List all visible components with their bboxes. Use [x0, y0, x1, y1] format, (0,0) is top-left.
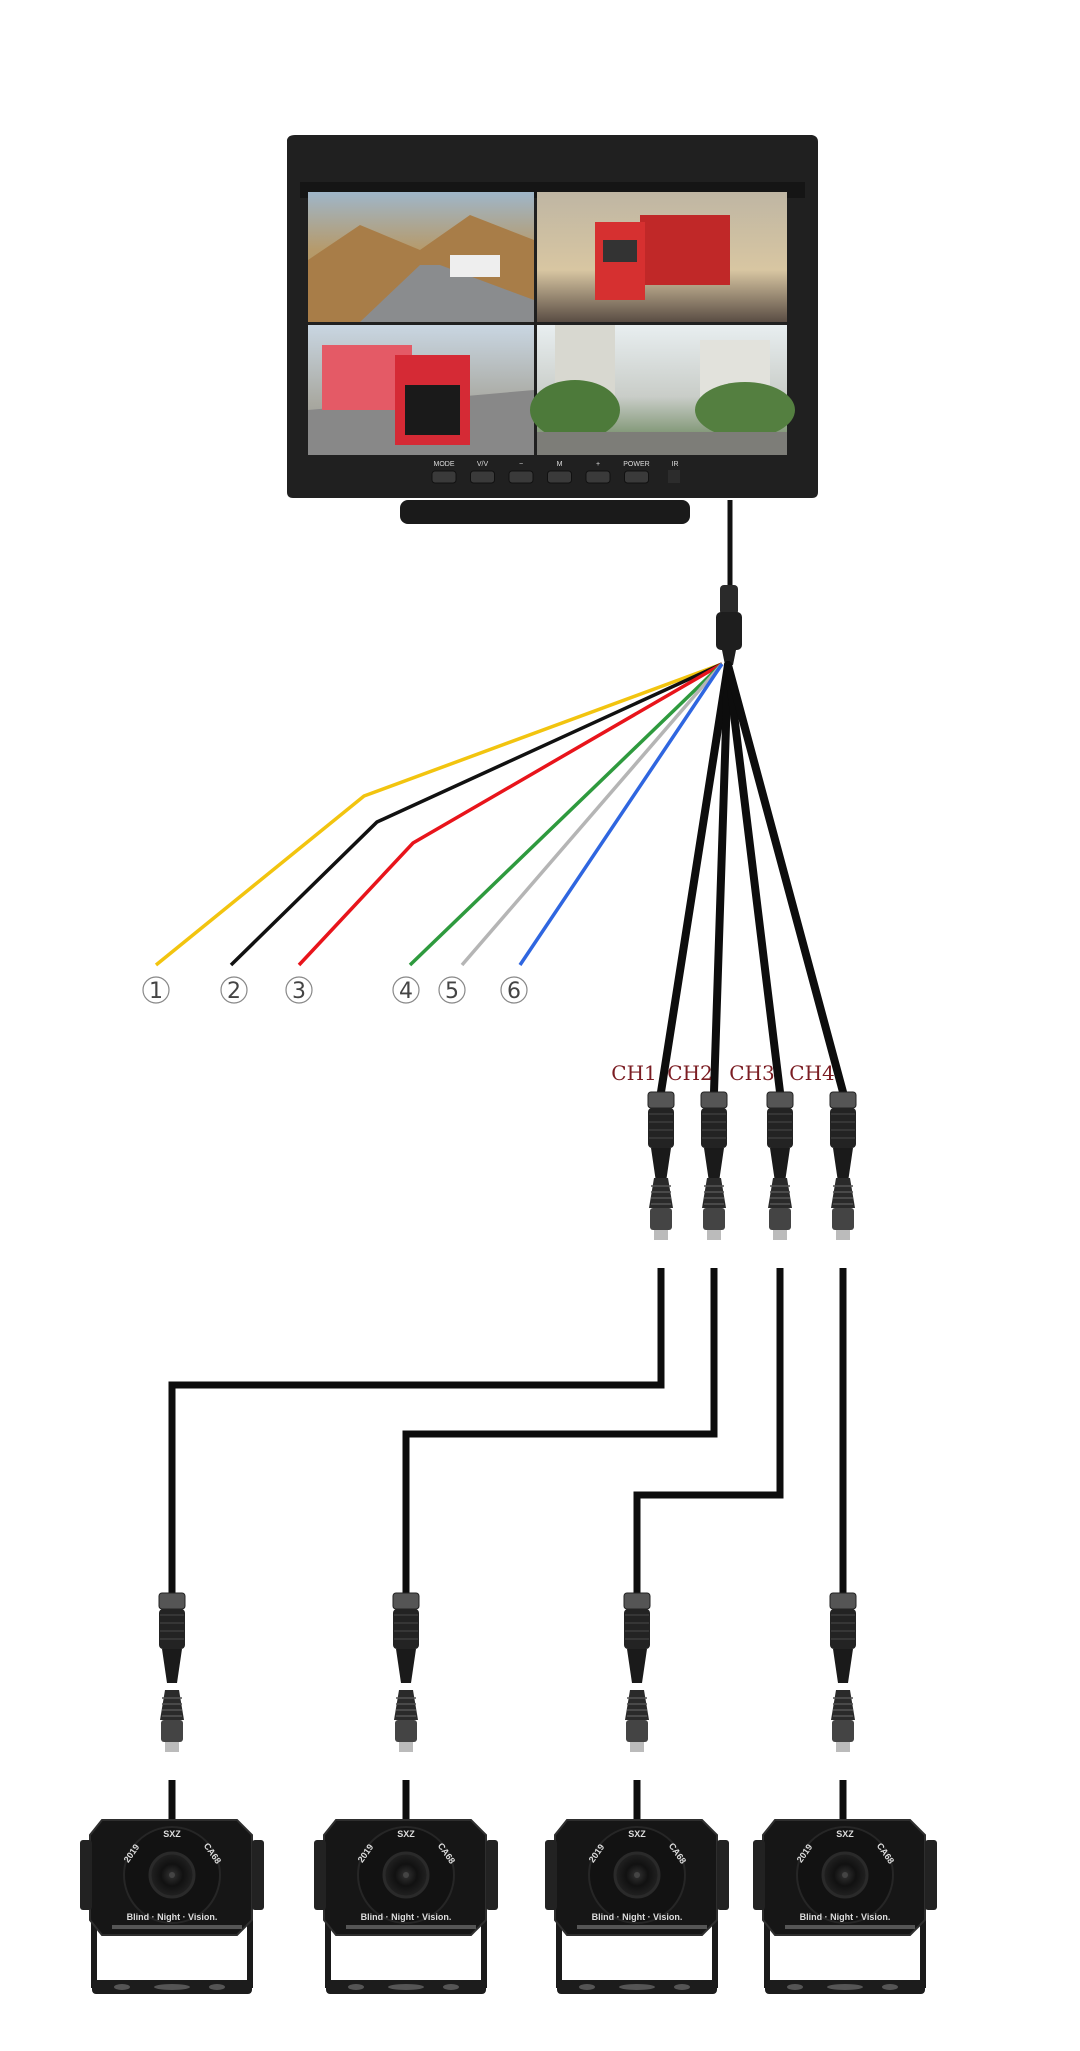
extension-cable [633, 1268, 784, 1593]
monitor-button-label: + [596, 461, 600, 468]
camera-brand: SXZ [397, 1829, 415, 1839]
camera-plug-connector [625, 1690, 649, 1752]
wire-number-4: 4 [392, 976, 420, 1004]
channel-male-connector [766, 1091, 794, 1182]
signal-wires: 1 2 3 4 5 6 [142, 662, 724, 1004]
extension-female-connector [649, 1178, 673, 1240]
monitor-button-5[interactable]: POWER [623, 461, 650, 484]
channel-cable [710, 661, 732, 1096]
camera-plug-connector [831, 1690, 855, 1752]
monitor-cable [716, 500, 742, 665]
wire-2 [229, 662, 723, 967]
camera-side-connector [623, 1592, 651, 1683]
monitor-button-label: MODE [434, 461, 455, 468]
monitor-button-3[interactable]: M [547, 461, 572, 484]
camera-slogan: Blind · Night · Vision. [127, 1912, 218, 1922]
wire-number-2: 2 [220, 976, 248, 1004]
channel-4: CH4 [724, 661, 857, 1822]
camera-plug-connector [160, 1690, 184, 1752]
channel-3: CH3 [623, 661, 794, 1822]
wire-number-label: 1 [149, 979, 163, 1004]
wire-3 [297, 662, 723, 967]
monitor-button-label: V/V [477, 461, 489, 468]
number-circle-icon [142, 976, 170, 1004]
camera-side-connector [829, 1592, 857, 1683]
number-circle-icon [392, 976, 420, 1004]
camera-side-connector [392, 1592, 420, 1683]
multi-connector [716, 612, 742, 650]
camera-plug-connector [394, 1690, 418, 1752]
channel-male-connector [647, 1091, 675, 1182]
camera-slogan: Blind · Night · Vision. [592, 1912, 683, 1922]
wire-number-label: 2 [227, 979, 241, 1004]
wire-number-label: 6 [507, 979, 521, 1004]
channel-1: CH1 [158, 661, 732, 1822]
number-circle-icon [285, 976, 313, 1004]
wire-4 [408, 662, 724, 967]
channel-male-connector [700, 1091, 728, 1182]
wire-number-label: 5 [445, 979, 459, 1004]
channel-label: CH1 [611, 1061, 656, 1085]
wire-number-5: 5 [438, 976, 466, 1004]
channel-label: CH4 [789, 1061, 834, 1085]
monitor-button-1[interactable]: V/V [470, 461, 495, 484]
monitor-button-2[interactable]: − [508, 461, 534, 484]
monitor-button-label: POWER [623, 461, 649, 468]
wire-number-label: 3 [292, 979, 306, 1004]
channel-cables: CH1 CH2 CH3 CH4 [158, 661, 857, 1822]
extension-cable [402, 1268, 718, 1593]
channel-male-connector [829, 1091, 857, 1182]
monitor-button-6[interactable]: IR [668, 461, 680, 483]
monitor-button-4[interactable]: + [585, 461, 611, 484]
extension-cable [168, 1268, 665, 1593]
wire-number-label: 4 [399, 979, 413, 1004]
monitor-stand [400, 500, 690, 524]
wire-5 [460, 662, 724, 967]
extension-female-connector [702, 1178, 726, 1240]
extension-female-connector [831, 1178, 855, 1240]
camera-slogan: Blind · Night · Vision. [800, 1912, 891, 1922]
wire-number-6: 6 [500, 976, 528, 1004]
number-circle-icon [438, 976, 466, 1004]
monitor-button-label: M [557, 461, 563, 468]
number-circle-icon [500, 976, 528, 1004]
monitor: MODE V/V − M + POWER IR [287, 135, 818, 524]
wire-number-3: 3 [285, 976, 313, 1004]
extension-female-connector [768, 1178, 792, 1240]
camera-slogan: Blind · Night · Vision. [361, 1912, 452, 1922]
wire-1 [154, 662, 723, 967]
camera-side-connector [158, 1592, 186, 1683]
camera-brand: SXZ [163, 1829, 181, 1839]
monitor-button-label: − [519, 461, 523, 468]
monitor-button-0[interactable]: MODE [431, 461, 457, 484]
wire-6 [518, 663, 724, 966]
channel-cable [724, 661, 847, 1096]
camera-brand: SXZ [628, 1829, 646, 1839]
channel-cable [724, 661, 784, 1096]
channel-label: CH2 [667, 1061, 712, 1085]
channel-label: CH3 [729, 1061, 774, 1085]
wire-number-1: 1 [142, 976, 170, 1004]
channel-2: CH2 [392, 661, 732, 1822]
number-circle-icon [220, 976, 248, 1004]
channel-cable [657, 661, 732, 1096]
monitor-button-label: IR [672, 461, 679, 468]
camera-brand: SXZ [836, 1829, 854, 1839]
